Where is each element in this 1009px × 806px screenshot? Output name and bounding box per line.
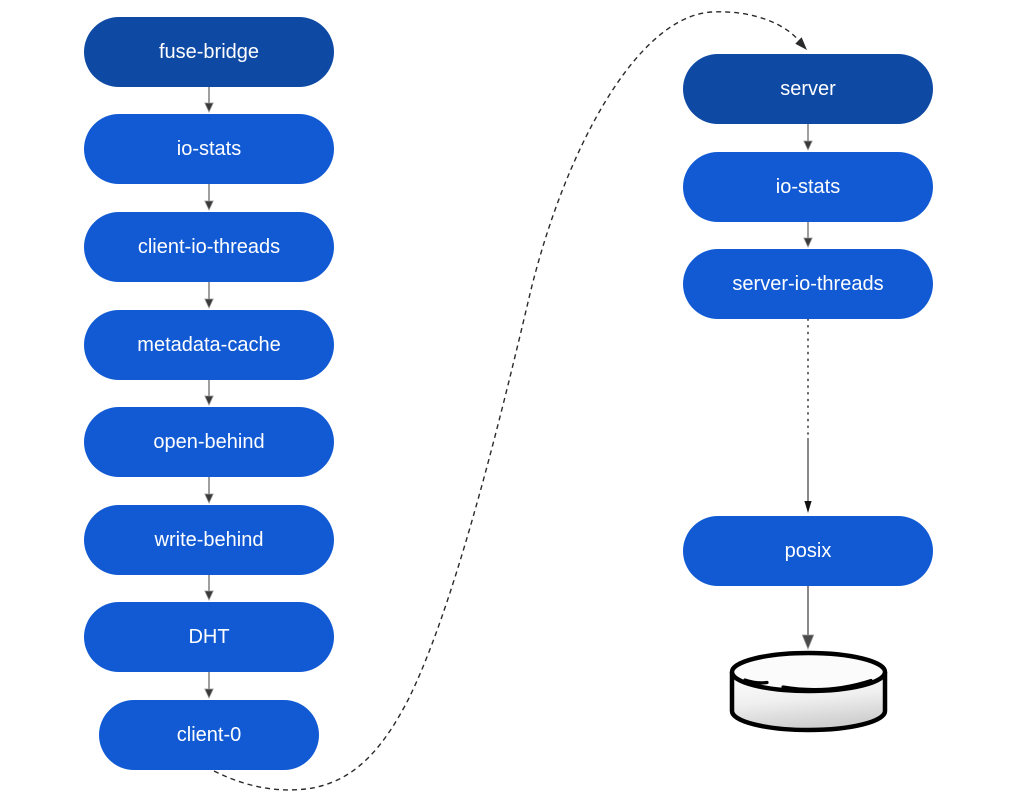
node-dht: DHT xyxy=(84,602,334,672)
node-label: server-io-threads xyxy=(732,273,884,295)
node-server-io-stats: io-stats xyxy=(683,152,933,222)
disk-cylinder-icon xyxy=(729,650,888,733)
node-label: metadata-cache xyxy=(137,334,281,356)
node-posix: posix xyxy=(683,516,933,586)
server-stack-arrowheads xyxy=(803,140,813,248)
node-open-behind: open-behind xyxy=(84,407,334,477)
node-server: server xyxy=(683,54,933,124)
node-label: fuse-bridge xyxy=(158,41,260,63)
disk-shine-short xyxy=(743,678,769,685)
edge-client0-server xyxy=(213,11,807,791)
node-label: client-io-threads xyxy=(137,236,281,258)
node-label: server xyxy=(780,78,836,100)
node-metadata-cache: metadata-cache xyxy=(84,310,334,380)
node-label: DHT xyxy=(188,626,230,648)
node-client-io-threads: client-io-threads xyxy=(84,212,334,282)
node-label: client-0 xyxy=(176,724,242,746)
node-write-behind: write-behind xyxy=(84,505,334,575)
node-client-io-stats: io-stats xyxy=(84,114,334,184)
node-label: io-stats xyxy=(176,138,242,160)
edge-serveriothreads-posix xyxy=(804,318,812,513)
node-fuse-bridge: fuse-bridge xyxy=(84,17,334,87)
node-label: open-behind xyxy=(153,431,265,453)
edge-posix-disk xyxy=(801,586,815,651)
client-stack-arrowheads xyxy=(204,102,214,699)
node-server-io-threads: server-io-threads xyxy=(683,249,933,319)
node-label: posix xyxy=(784,540,832,562)
node-label: write-behind xyxy=(154,529,264,551)
node-label: io-stats xyxy=(775,176,841,198)
disk-shine-long xyxy=(781,678,873,692)
node-client-0: client-0 xyxy=(99,700,319,770)
